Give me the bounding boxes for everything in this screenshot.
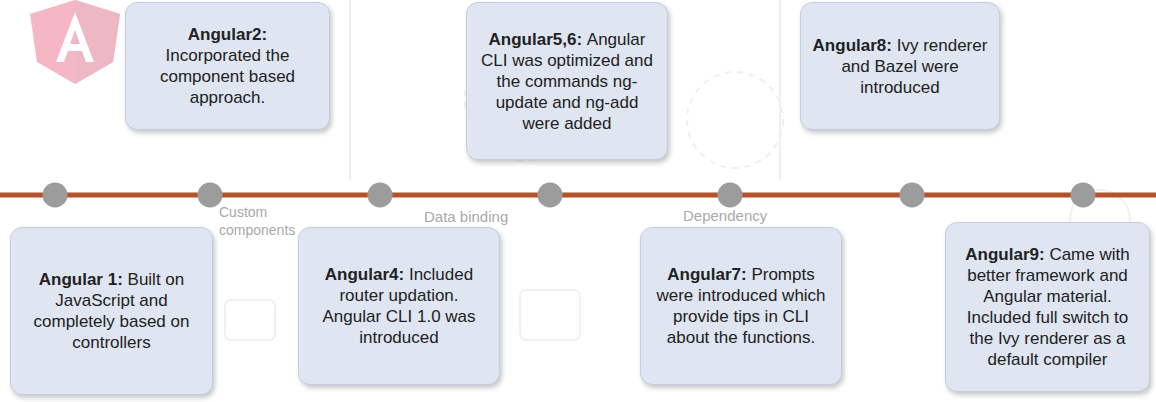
timeline-box: Angular8:Ivy renderer and Bazel were int…: [800, 2, 1000, 130]
version-heading: Angular5,6:: [489, 30, 583, 49]
version-description: Incorporated the component based approac…: [160, 46, 295, 107]
version-heading: Angular7:: [667, 265, 746, 284]
box-content: Angular4:Included router updation. Angul…: [310, 264, 488, 348]
version-heading: Angular4:: [325, 265, 404, 284]
version-heading: Angular2:: [137, 24, 318, 45]
watermark-label: Custom components: [219, 203, 297, 239]
watermark-label: Dependency: [683, 206, 803, 226]
timeline-axis: [0, 193, 1156, 198]
box-content: Angular5,6:Angular CLI was optimized and…: [478, 29, 656, 134]
angular-logo: [30, 0, 120, 84]
version-heading: Angular 1:: [39, 270, 123, 289]
watermark-label: Data binding: [424, 207, 544, 227]
box-content: Angular 1:Built on JavaScript and comple…: [22, 269, 201, 353]
box-content: Angular2:Incorporated the component base…: [137, 24, 318, 108]
timeline-box: Angular 1:Built on JavaScript and comple…: [10, 227, 213, 395]
box-content: Angular8:Ivy renderer and Bazel were int…: [812, 35, 988, 98]
box-content: Angular9:Came with better framework and …: [957, 244, 1138, 370]
timeline-box: Angular9:Came with better framework and …: [945, 222, 1150, 392]
version-heading: Angular8:: [813, 36, 892, 55]
box-content: Angular7:Prompts were introduced which p…: [652, 264, 830, 348]
timeline-box: Angular5,6:Angular CLI was optimized and…: [466, 2, 668, 160]
timeline-dots: [43, 183, 1096, 208]
timeline-box: Angular2:Incorporated the component base…: [125, 2, 330, 130]
timeline-box: Angular7:Prompts were introduced which p…: [640, 227, 842, 385]
version-heading: Angular9:: [965, 245, 1044, 264]
timeline-box: Angular4:Included router updation. Angul…: [298, 227, 500, 385]
